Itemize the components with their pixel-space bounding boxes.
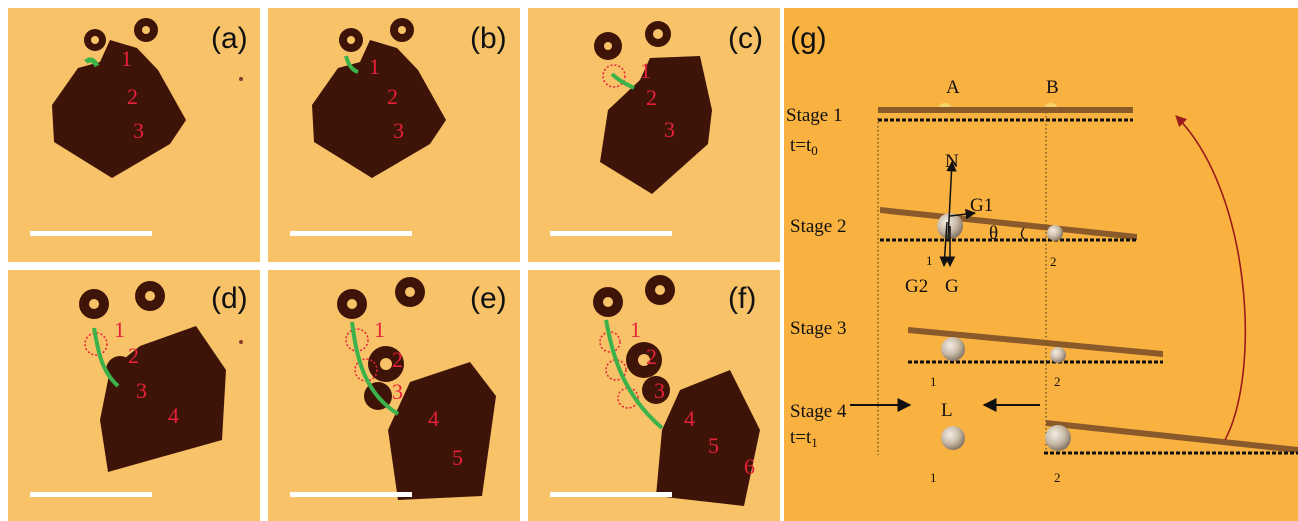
point-b-label: B <box>1046 77 1059 98</box>
stage-2-label: Stage 2 <box>790 216 846 237</box>
scale-bar <box>290 231 412 236</box>
panel-label: (b) <box>470 22 507 55</box>
scale-bar <box>30 231 152 236</box>
green-trace <box>610 72 635 90</box>
number-label: 3 <box>133 118 144 143</box>
stage-4-label: Stage 4 <box>790 401 847 422</box>
stage-4-plate <box>1046 420 1298 453</box>
sphere-2 <box>1047 225 1063 241</box>
angle-arc <box>1020 227 1025 240</box>
panel-label: (c) <box>728 22 763 55</box>
panel-c: 1 2 3 (c) <box>528 8 780 262</box>
stage-3-plate <box>908 327 1163 357</box>
panel-label: (a) <box>211 22 248 55</box>
index-label: 1 <box>926 253 933 268</box>
contact-marker <box>602 64 626 88</box>
cycle-arrow <box>1175 115 1247 441</box>
scale-bar <box>550 492 672 497</box>
flake <box>312 40 446 178</box>
angle-theta-label: θ <box>989 223 998 244</box>
force-n-arrow <box>946 160 957 241</box>
number-label: 2 <box>127 84 138 109</box>
number-label: 3 <box>392 379 403 404</box>
green-trace <box>350 321 400 416</box>
contact-marker <box>84 332 108 356</box>
number-label: 3 <box>136 378 147 403</box>
number-label: 4 <box>428 406 439 431</box>
green-trace <box>92 327 120 388</box>
flake <box>52 40 186 178</box>
panel-b: 1 2 3 (b) <box>268 8 520 262</box>
number-label: 3 <box>654 378 665 403</box>
stage-3-label: Stage 3 <box>790 318 846 339</box>
index-label: 2 <box>1054 470 1061 485</box>
contact-marker <box>599 331 621 353</box>
number-label: 5 <box>452 445 463 470</box>
number-label: 4 <box>168 403 179 428</box>
green-trace <box>604 319 664 430</box>
panel-d: 1 2 3 4 (d) <box>8 270 260 521</box>
number-label: 2 <box>392 347 403 372</box>
green-trace <box>84 57 100 68</box>
force-g2-arrow <box>939 221 950 268</box>
number-label: 6 <box>744 454 755 479</box>
index-label: 2 <box>1050 254 1057 269</box>
time-t1-label: t=t1 <box>790 427 818 450</box>
force-n-label: N <box>945 151 959 172</box>
sphere-1 <box>941 337 965 361</box>
force-g1-arrow <box>949 208 977 220</box>
scale-bar <box>290 492 412 497</box>
sphere-2 <box>1045 425 1071 451</box>
panel-label: (e) <box>470 282 507 315</box>
time-t0-label: t=t0 <box>790 135 818 158</box>
panel-a: 1 2 3 (a) <box>8 8 260 262</box>
contact-marker <box>617 387 639 409</box>
green-trace <box>344 55 359 74</box>
sphere-2 <box>1050 347 1066 363</box>
number-label: 2 <box>646 344 657 369</box>
number-label: 1 <box>369 54 380 79</box>
contact-marker <box>605 359 627 381</box>
number-label: 2 <box>646 85 657 110</box>
flake <box>656 370 760 506</box>
number-label: 4 <box>684 406 695 431</box>
point-a-label: A <box>946 77 960 98</box>
stage-1-plate <box>878 107 1133 113</box>
stage-1-label: Stage 1 <box>786 105 842 126</box>
number-label: 2 <box>387 84 398 109</box>
scale-bar <box>550 231 672 236</box>
index-label: 1 <box>930 374 937 389</box>
length-label: L <box>941 400 953 421</box>
panel-e: 1 2 3 4 5 (e) <box>268 270 520 521</box>
flake <box>388 362 496 500</box>
sphere-1 <box>941 426 965 450</box>
number-label: 3 <box>393 118 404 143</box>
number-label: 2 <box>128 343 139 368</box>
flake <box>600 56 712 194</box>
force-g2-label: G2 <box>905 276 928 297</box>
number-label: 1 <box>630 317 641 342</box>
number-label: 1 <box>114 317 125 342</box>
panel-label: (d) <box>211 282 248 315</box>
number-label: 3 <box>664 117 675 142</box>
panel-f: 1 2 3 4 5 6 (f) <box>528 270 780 521</box>
panel-label: (f) <box>728 282 756 315</box>
force-g1-label: G1 <box>970 195 993 216</box>
force-g-label: G <box>945 276 959 297</box>
index-label: 1 <box>930 470 937 485</box>
panel-label: (g) <box>790 22 827 55</box>
number-label: 1 <box>374 317 385 342</box>
number-label: 1 <box>121 46 132 71</box>
number-label: 5 <box>708 433 719 458</box>
number-label: 1 <box>640 58 651 83</box>
panel-g-diagram: (g) Stage 1 t=t0 A B Stage 2 N G1 θ 1 2 … <box>784 8 1298 521</box>
index-label: 2 <box>1054 374 1061 389</box>
scale-bar <box>30 492 152 497</box>
